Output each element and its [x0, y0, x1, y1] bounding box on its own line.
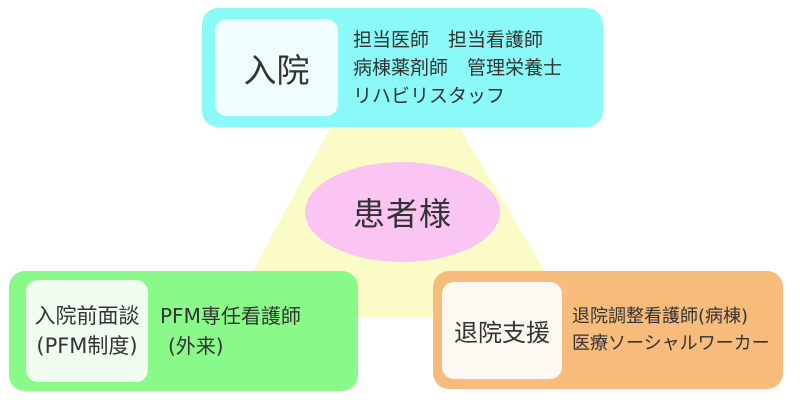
- pre-admission-tag: 入院前面談 (PFM制度): [26, 280, 148, 382]
- pre-admission-tag-line: (PFM制度): [36, 334, 138, 358]
- discharge-tag: 退院支援: [442, 281, 562, 379]
- pre-admission-tag-line: 入院前面談: [34, 304, 140, 328]
- pre-admission-staff-list: PFM専任看護師 (外来): [160, 301, 301, 361]
- patient-label: 患者様: [352, 195, 452, 233]
- admission-tag-label: 入院: [243, 50, 310, 90]
- admission-box: 入院 担当医師 担当看護師 病棟薬剤師 管理栄養士 リハビリスタッフ: [202, 8, 603, 127]
- discharge-staff-list: 退院調整看護師(病棟) 医療ソーシャルワーカー: [572, 303, 770, 357]
- discharge-box: 退院支援 退院調整看護師(病棟) 医療ソーシャルワーカー: [433, 271, 783, 389]
- admission-tag: 入院: [215, 19, 338, 116]
- staff-line: PFM専任看護師: [160, 304, 301, 328]
- staff-line: 医療ソーシャルワーカー: [572, 333, 770, 354]
- staff-line: (外来): [168, 334, 224, 358]
- staff-line: 病棟薬剤師 管理栄養士: [353, 56, 563, 79]
- staff-line: リハビリスタッフ: [353, 84, 506, 107]
- patient-ellipse: 患者様: [305, 162, 500, 262]
- discharge-tag-label: 退院支援: [454, 318, 550, 347]
- staff-line: 担当医師 担当看護師: [353, 28, 544, 51]
- pre-admission-box: 入院前面談 (PFM制度) PFM専任看護師 (外来): [9, 271, 358, 391]
- staff-line: 退院調整看護師(病棟): [572, 306, 749, 327]
- admission-staff-list: 担当医師 担当看護師 病棟薬剤師 管理栄養士 リハビリスタッフ: [353, 26, 562, 110]
